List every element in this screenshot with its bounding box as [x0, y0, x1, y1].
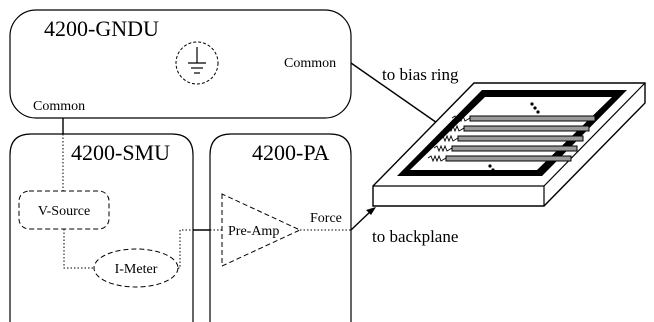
- strip: [463, 125, 590, 132]
- gndu-common-bottom-label: Common: [33, 99, 85, 114]
- gndu-common-right-label: Common: [284, 56, 336, 71]
- ground-symbol-icon: [175, 41, 219, 85]
- smu-title: 4200-SMU: [71, 140, 170, 165]
- pa-unit: 4200-PA Pre-Amp Force: [209, 133, 352, 322]
- pa-title: 4200-PA: [252, 140, 330, 165]
- detector-device: [372, 82, 646, 207]
- resistor: [433, 144, 453, 153]
- bias-ring-label: to bias ring: [382, 65, 459, 84]
- i-meter-label: I-Meter: [115, 262, 158, 277]
- sensor-area: [410, 97, 612, 170]
- resistor: [451, 114, 471, 123]
- backplane-wire: [350, 209, 373, 231]
- backplane-label: to backplane: [372, 227, 458, 246]
- bias-resistors: [427, 114, 471, 163]
- strip: [445, 155, 572, 162]
- v-source-label: V-Source: [38, 204, 90, 219]
- force-label: Force: [310, 211, 342, 226]
- pre-amp-label: Pre-Amp: [228, 224, 279, 239]
- ellipsis-dots-icon: [488, 102, 540, 176]
- strip: [457, 135, 584, 142]
- vsource-to-imeter-wire: [63, 229, 94, 269]
- imeter-out-wire: [178, 229, 193, 269]
- gndu-unit: 4200-GNDU Common Common: [9, 9, 352, 119]
- backplane-arrow-icon: [366, 207, 376, 215]
- gndu-box: [9, 9, 352, 119]
- resistor: [439, 134, 459, 143]
- resistor: [445, 124, 465, 133]
- strip: [469, 115, 596, 122]
- strip: [451, 145, 578, 152]
- bias-ring-wire: [350, 62, 441, 126]
- gndu-title: 4200-GNDU: [44, 16, 159, 41]
- smu-unit: 4200-SMU V-Source I-Meter: [9, 133, 194, 322]
- resistor: [427, 154, 447, 163]
